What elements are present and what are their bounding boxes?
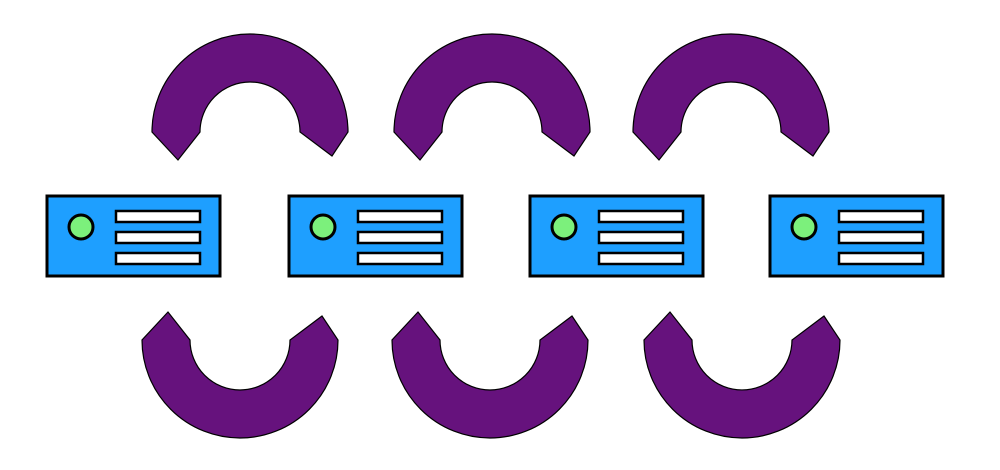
- drive-slot: [837, 230, 925, 245]
- servers-layer: [45, 194, 945, 278]
- server-3: [528, 194, 705, 278]
- drive-slot: [597, 230, 685, 245]
- curved-arrow-icon-top-server-2-to-server-3: [393, 33, 591, 161]
- drive-slot: [356, 230, 444, 245]
- drive-slot: [114, 209, 202, 224]
- status-led-icon: [790, 213, 818, 241]
- status-led-icon: [550, 213, 578, 241]
- server-1: [45, 194, 222, 278]
- curved-arrow-icon-bottom-server-3-to-server-4: [643, 311, 841, 439]
- curved-arrow-icon-bottom-server-2-to-server-3: [391, 311, 589, 439]
- drive-slot: [597, 209, 685, 224]
- status-led-icon: [67, 213, 95, 241]
- drive-slot: [597, 251, 685, 266]
- drive-slot: [837, 251, 925, 266]
- drive-slot: [114, 230, 202, 245]
- server-2: [287, 194, 464, 278]
- drive-slot: [356, 209, 444, 224]
- drive-slot: [356, 251, 444, 266]
- curved-arrow-icon-top-server-3-to-server-4: [632, 33, 830, 161]
- drive-slot: [837, 209, 925, 224]
- arrows-layer: [141, 33, 841, 439]
- curved-arrow-icon-bottom-server-1-to-server-2: [141, 311, 339, 439]
- status-led-icon: [309, 213, 337, 241]
- server-4: [768, 194, 945, 278]
- curved-arrow-icon-top-server-1-to-server-2: [151, 33, 349, 161]
- drive-slot: [114, 251, 202, 266]
